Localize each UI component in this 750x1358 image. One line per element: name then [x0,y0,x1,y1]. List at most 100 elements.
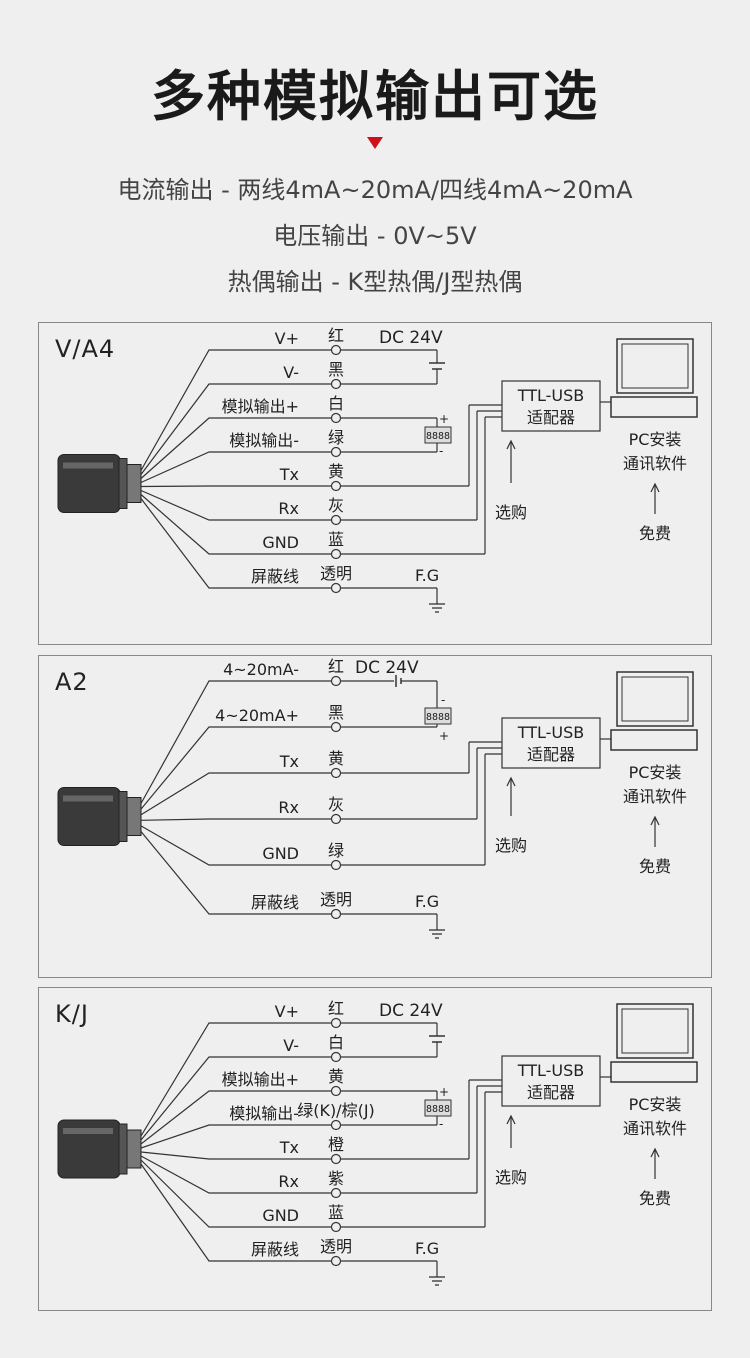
wire-line [140,489,334,521]
wire-line [140,1056,334,1141]
terminal-circle [330,1221,342,1233]
probe-cable-gland [126,797,142,836]
probe-highlight [63,795,113,802]
wire-color: 绿 [328,428,344,447]
meter-readout: 8888 [426,712,450,723]
pc-monitor-icon [610,1003,698,1083]
arrow-up-icon [506,1114,516,1125]
monitor-screen [621,343,689,389]
wire-line [140,417,334,479]
wire-line [140,772,334,816]
wire-color: 绿 [328,841,344,860]
terminal-circle [330,446,342,458]
panel-title: A2 [55,668,89,696]
buy-label: 选购 [495,1168,527,1187]
pc-label: PC安装 [629,430,682,449]
wire-color: 蓝 [328,1203,344,1222]
fg-label: F.G [415,566,439,585]
wire-color: 黄 [328,749,344,768]
terminal-circle [330,1153,342,1165]
arrow-up-icon [506,776,516,787]
sensor-probe-icon [57,1119,142,1179]
wire-color: 灰 [328,795,344,814]
wire-line [140,383,334,475]
wire-line [140,831,334,915]
terminal-circle [330,1051,342,1063]
terminal-circle [330,344,342,356]
wire-line [140,451,334,484]
wire-color: 透明 [320,1237,352,1256]
wire-line [140,825,334,866]
wire-line [140,1022,334,1137]
wire-color: 紫 [328,1169,344,1188]
wire-label: 屏蔽线 [251,893,299,912]
wire-line [140,680,334,804]
free-label: 免费 [639,1189,671,1208]
terminal-circle [330,548,342,560]
terminal-circle [330,480,342,492]
meter-plus: + [439,412,449,426]
wire-color: 透明 [320,890,352,909]
terminal-circle [330,1085,342,1097]
page-title: 多种模拟输出可选 [151,65,599,128]
wire-color: 蓝 [328,530,344,549]
ground-icon [429,603,445,613]
pc-monitor-icon [610,671,698,751]
wire-line [140,349,334,471]
wire-color: 白 [328,394,344,413]
terminal-circle [330,675,342,687]
wire-line [140,1151,334,1160]
ttl-usb-adapter [501,717,601,769]
arrow-up-icon [650,482,660,493]
terminal-circle [330,1187,342,1199]
adapter-label: TTL-USB [517,1061,585,1080]
wire-line [140,1155,334,1194]
meter-minus: - [439,444,443,458]
wire-color: 绿(K)/棕(J) [297,1101,375,1120]
wire-label: 屏蔽线 [251,567,299,586]
probe-ring [118,791,128,842]
monitor-screen [621,1008,689,1054]
wire-label: 模拟输出- [229,431,299,450]
subtitle-thermocouple: 热偶输出 - K型热偶/J型热偶 [227,268,523,296]
adapter-label: 适配器 [527,745,575,764]
arrow-up-icon [650,815,660,826]
computer-base [610,1061,698,1083]
wire-color: 灰 [328,496,344,515]
wire-color: 黑 [328,703,344,722]
wire-label: Rx [278,798,299,817]
dc-label: DC 24V [379,1001,443,1021]
meter-icon [424,1099,452,1117]
terminal-circle [330,412,342,424]
wire-color: 黄 [328,462,344,481]
free-label: 免费 [639,857,671,876]
meter-plus: + [439,1085,449,1099]
monitor-frame [616,671,694,727]
buy-label: 选购 [495,503,527,522]
wire-line [140,498,334,589]
wire-label: 模拟输出+ [222,1070,299,1089]
meter-plus: + [439,729,449,743]
meter-icon [424,707,452,725]
pc-label: PC安装 [629,763,682,782]
wire-label: 模拟输出+ [222,397,299,416]
panel-title: V/A4 [55,335,116,363]
meter-minus: - [439,1117,443,1131]
subtitle-current: 电流输出 - 两线4mA~20mA/四线4mA~20mA [117,176,633,204]
ttl-usb-adapter [501,1055,601,1107]
meter-readout: 8888 [426,1104,450,1115]
pc-label: 通讯软件 [623,454,687,473]
wire-color: 黑 [328,360,344,379]
wire-color: 透明 [320,564,352,583]
sensor-probe-icon [57,454,142,513]
terminal-circle [330,721,342,733]
terminal-circle [330,908,342,920]
probe-cable-gland [126,464,142,503]
wire-color: 红 [328,657,344,676]
probe-highlight [63,1128,113,1134]
